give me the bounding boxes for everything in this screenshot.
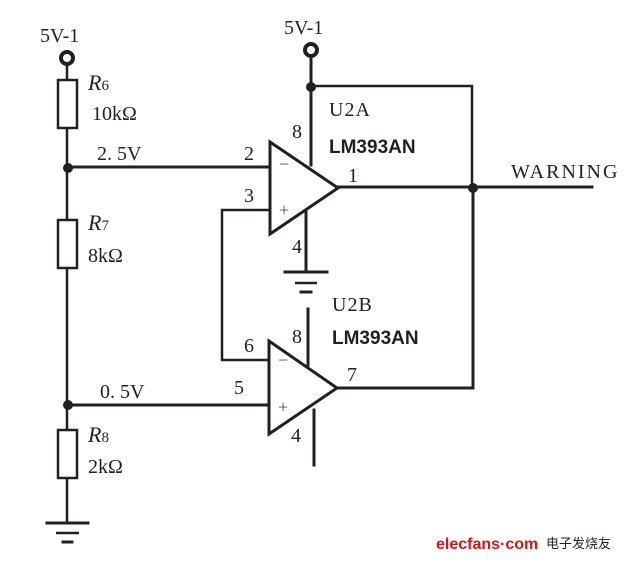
wire-pullup-to-output — [311, 84, 474, 187]
top-supply-label: 5V-1 — [284, 17, 323, 39]
u2a-minus-sign: − — [279, 154, 289, 174]
resistor-r6-value: 10kΩ — [92, 103, 137, 125]
resistor-r7-value: 8kΩ — [88, 245, 123, 267]
u2b-pin-gnd: 4 — [291, 425, 301, 447]
top-supply-terminal — [303, 42, 319, 58]
watermark-site: elecfans·com — [436, 536, 538, 553]
u2a-pin-noninv: 3 — [244, 185, 254, 207]
ground-symbol-left — [45, 521, 90, 544]
comparator-u2b — [267, 338, 340, 437]
u2b-plus-sign: + — [278, 397, 288, 417]
left-supply-terminal — [59, 50, 75, 66]
wire-pin3-to-pin6 — [220, 208, 270, 362]
u2a-pin-gnd: 4 — [292, 236, 302, 258]
u2b-pin-noninv: 5 — [234, 377, 244, 399]
resistor-r8-label: R8 — [87, 422, 109, 447]
u2b-model: LM393AN — [332, 328, 419, 349]
u2b-pin-inv: 6 — [244, 335, 254, 357]
u2a-pin-inv: 2 — [244, 143, 254, 165]
u2a-pin-vcc: 8 — [292, 121, 302, 143]
u2b-minus-sign: − — [278, 350, 288, 370]
resistor-r6 — [56, 78, 79, 130]
u2a-model: LM393AN — [329, 137, 416, 158]
u2a-pin-out: 1 — [348, 165, 358, 187]
junction-2v5 — [63, 163, 73, 173]
output-label-warning: WARNING — [511, 161, 619, 183]
watermark-chinese: 电子发烧友 — [546, 536, 611, 552]
node-label-2v5: 2. 5V — [97, 143, 142, 165]
node-label-0v5: 0. 5V — [100, 381, 145, 403]
left-supply-label: 5V-1 — [40, 25, 79, 47]
ground-symbol-u2a — [283, 270, 329, 294]
u2a-plus-sign: + — [279, 200, 289, 220]
u2a-reference: U2A — [329, 99, 371, 121]
u2b-pin-vcc: 8 — [292, 326, 302, 348]
resistor-r7-label: R7 — [87, 210, 109, 235]
comparator-u2a — [268, 139, 341, 237]
resistor-r7 — [56, 218, 79, 270]
u2b-reference: U2B — [332, 294, 373, 316]
resistor-r8 — [56, 428, 79, 480]
u2b-pin-out: 7 — [347, 364, 357, 386]
junction-0v5 — [63, 400, 73, 410]
resistor-r6-label: R6 — [87, 70, 109, 95]
resistor-r8-value: 2kΩ — [88, 456, 123, 478]
